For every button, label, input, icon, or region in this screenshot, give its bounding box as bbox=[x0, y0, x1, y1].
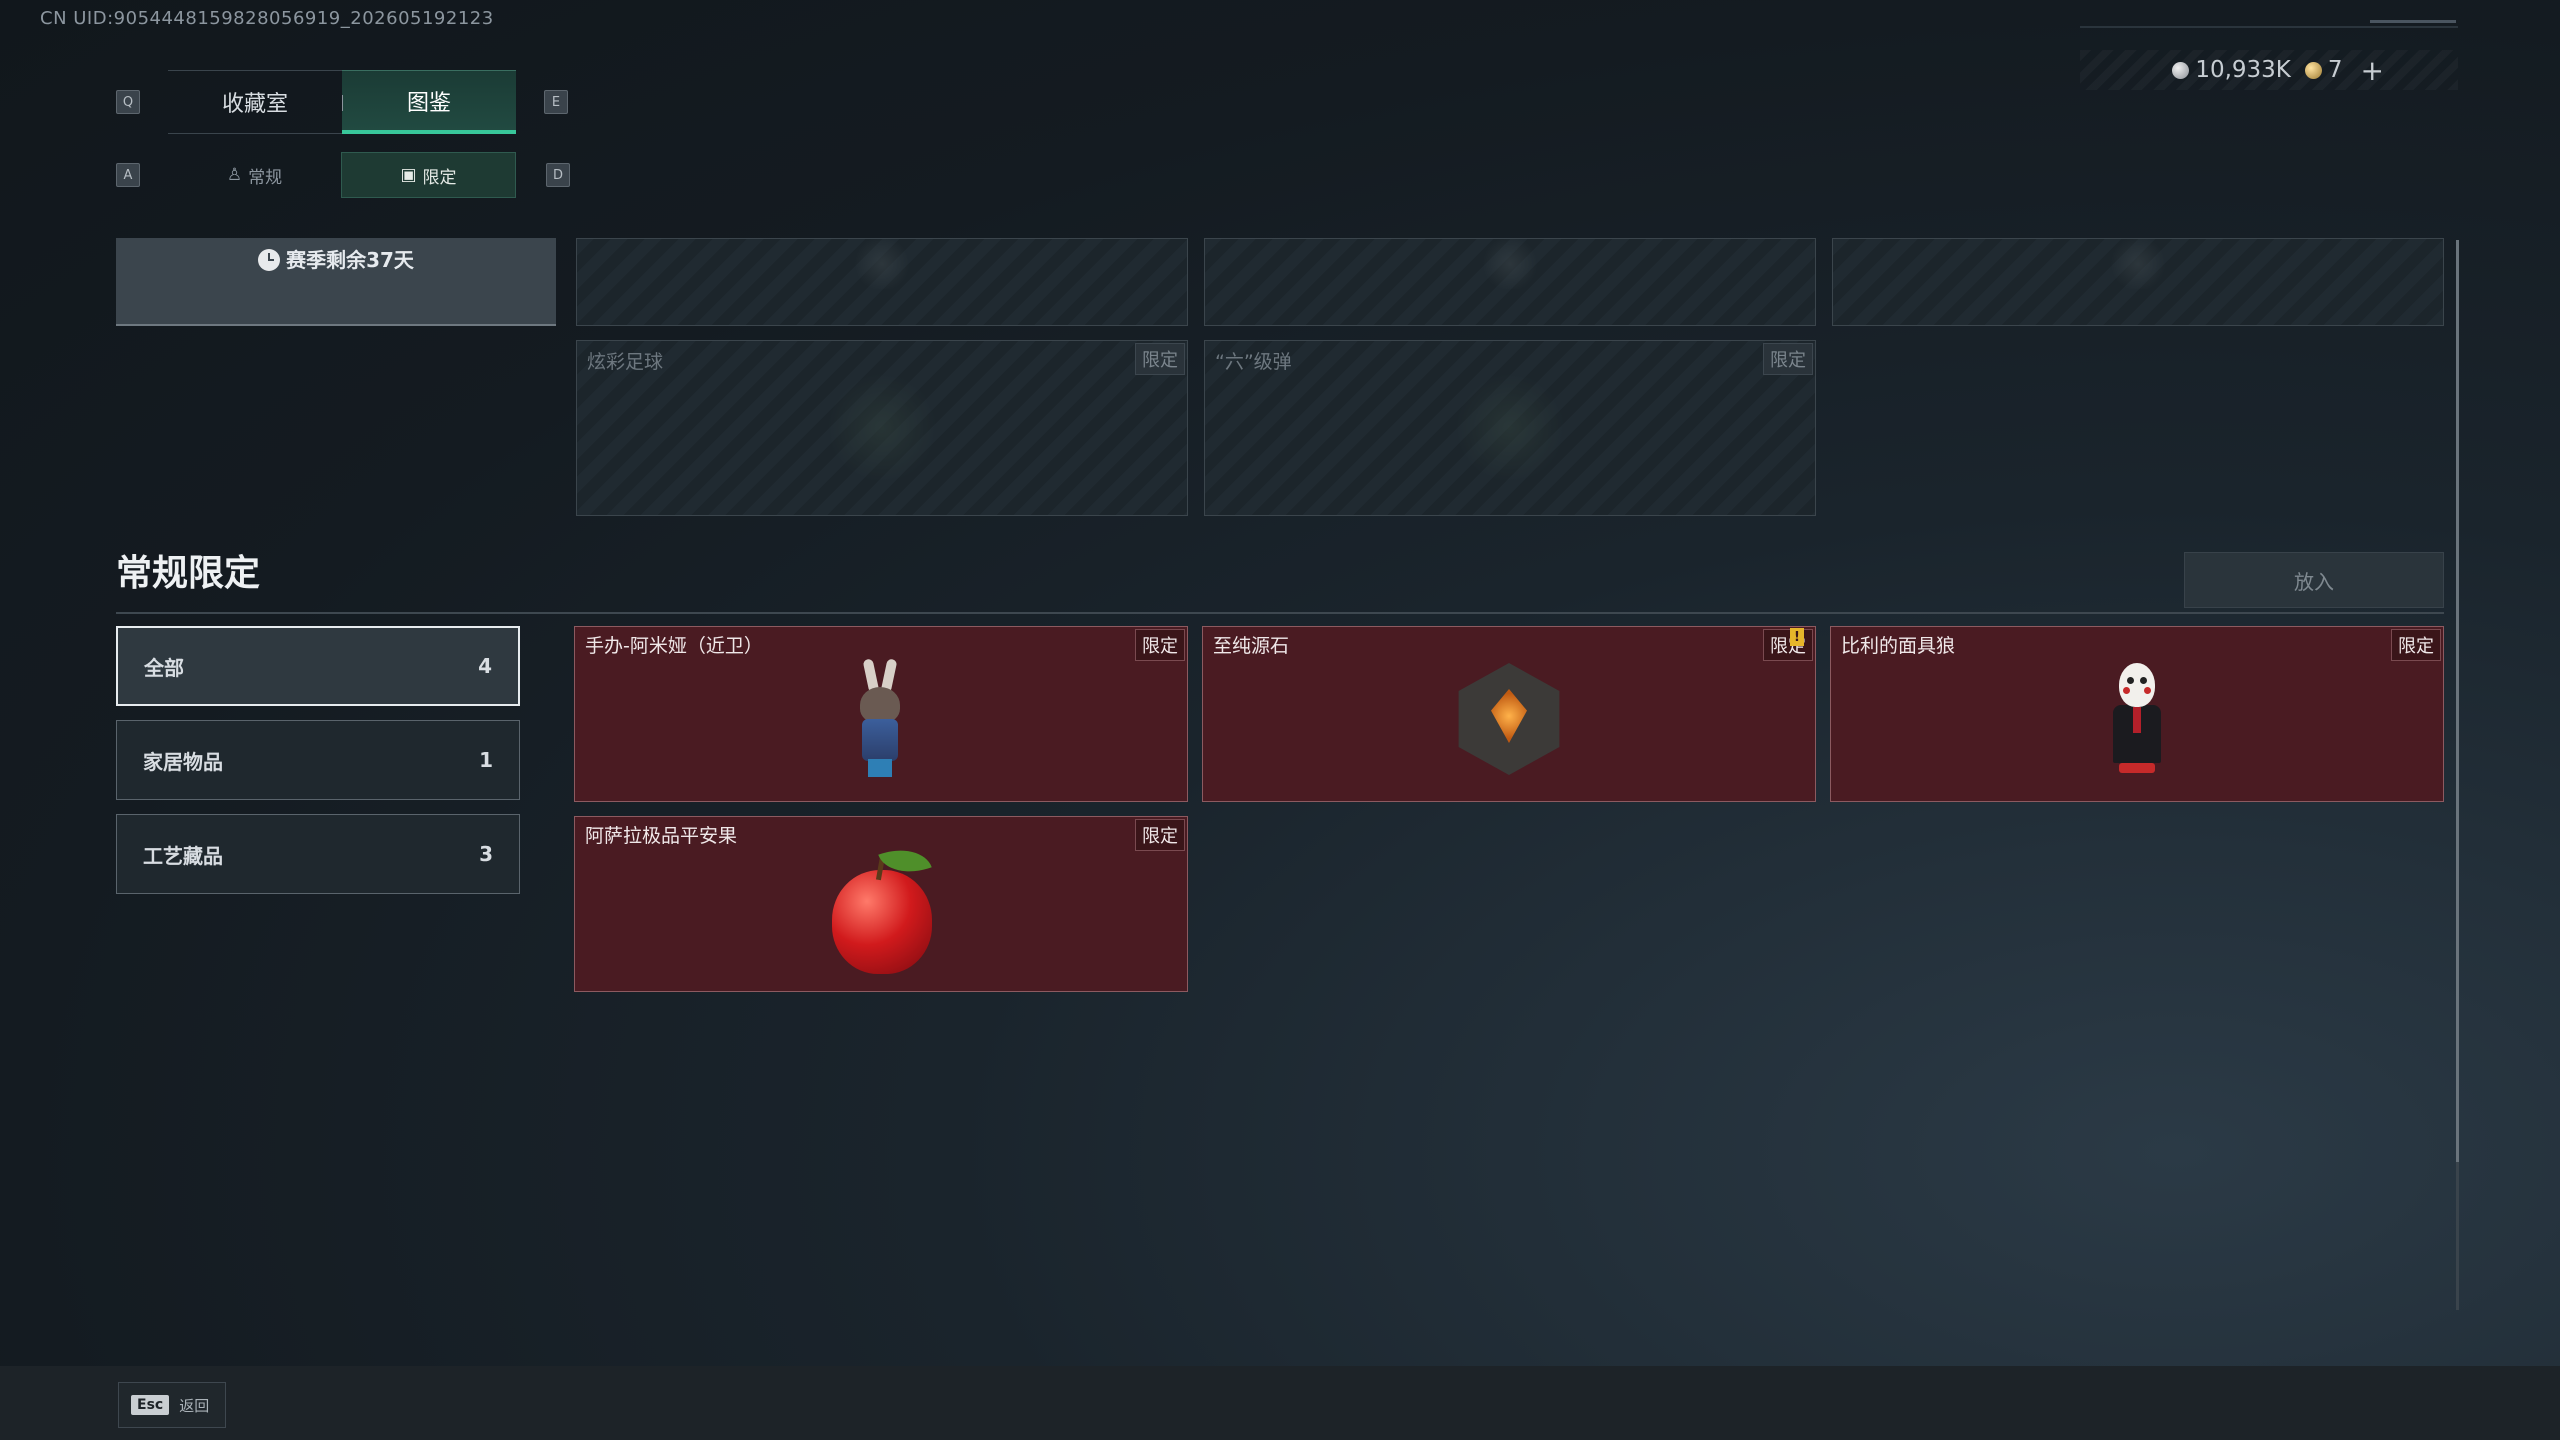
section-title: 常规限定 bbox=[116, 553, 261, 594]
hand-figure-icon bbox=[1455, 373, 1565, 483]
category-label: 工艺藏品 bbox=[143, 843, 223, 868]
currency-bar: 10,933K 7 + bbox=[2080, 50, 2458, 90]
item-card[interactable]: 比利的面具狼 限定 bbox=[1830, 626, 2444, 802]
limited-badge: 限定 bbox=[1135, 629, 1185, 661]
silver-currency: 10,933K bbox=[2172, 57, 2291, 83]
amiya-figure-icon bbox=[846, 658, 916, 779]
tab-collection-room[interactable]: 收藏室 bbox=[168, 70, 342, 134]
item-card[interactable]: 阿萨拉极品平安果 限定 bbox=[574, 816, 1188, 992]
item-name: 手办-阿米娅（近卫） bbox=[585, 635, 763, 657]
clock-icon bbox=[258, 249, 281, 271]
top-deco-line bbox=[2080, 26, 2458, 28]
limited-badge: 限定 bbox=[2391, 629, 2441, 661]
sub-tabs: ♙常规 ▣限定 bbox=[168, 152, 516, 198]
faded-item-icon bbox=[852, 239, 912, 289]
showcase-card[interactable]: “六”级弹 限定 bbox=[1204, 340, 1816, 516]
tab-label: 收藏室 bbox=[221, 92, 288, 117]
category-count: 1 bbox=[479, 748, 493, 772]
category-crafts[interactable]: 工艺藏品 3 bbox=[116, 814, 520, 894]
faded-item-icon bbox=[1480, 239, 1540, 289]
tab-prev-key[interactable]: Q bbox=[116, 90, 140, 114]
tab-catalog[interactable]: 图鉴 bbox=[342, 70, 516, 134]
figure-icon: ♙ bbox=[226, 165, 243, 185]
item-card[interactable]: 手办-阿米娅（近卫） 限定 bbox=[574, 626, 1188, 802]
silver-coin-icon bbox=[2172, 62, 2190, 79]
put-in-button[interactable]: 放入 bbox=[2184, 552, 2444, 608]
back-label: 返回 bbox=[179, 1396, 210, 1415]
category-all[interactable]: 全部 4 bbox=[116, 626, 520, 706]
subtab-prev-key[interactable]: A bbox=[116, 163, 140, 187]
section-divider bbox=[116, 612, 2444, 614]
item-name: 至纯源石 bbox=[1213, 635, 1290, 657]
new-mark-icon: ! bbox=[1790, 628, 1804, 646]
subtab-label: 常规 bbox=[248, 167, 283, 188]
billy-puppet-icon bbox=[2107, 663, 2167, 775]
limited-badge: 限定 bbox=[1135, 343, 1185, 375]
limited-badge: 限定 bbox=[1135, 819, 1185, 851]
subtab-label: 限定 bbox=[422, 167, 457, 188]
faded-item-icon bbox=[2108, 239, 2168, 289]
season-remaining-text: 赛季剩余37天 bbox=[286, 248, 414, 272]
item-name: 阿萨拉极品平安果 bbox=[585, 825, 738, 847]
subtab-next-key[interactable]: D bbox=[546, 163, 570, 187]
season-card: 赛季剩余37天 bbox=[116, 238, 556, 326]
limited-badge: 限定 bbox=[1763, 343, 1813, 375]
item-name: 炫彩足球 bbox=[587, 351, 664, 373]
limited-badge: 限定! bbox=[1763, 628, 1813, 661]
scrollbar-thumb[interactable] bbox=[2456, 240, 2459, 1162]
add-currency-plus-icon[interactable]: + bbox=[2360, 53, 2384, 87]
uid-text: CN UID:9054448159828056919_202605192123 bbox=[40, 8, 494, 29]
showcase-slot[interactable] bbox=[576, 238, 1188, 326]
soccer-ball-icon bbox=[827, 373, 937, 483]
footer-bar bbox=[0, 1366, 2560, 1440]
showcase-slot[interactable] bbox=[1204, 238, 1816, 326]
image-icon: ▣ bbox=[400, 165, 417, 185]
tab-label: 图鉴 bbox=[406, 90, 451, 116]
subtab-limited[interactable]: ▣限定 bbox=[341, 152, 516, 198]
category-count: 3 bbox=[479, 842, 493, 866]
gold-currency: 7 bbox=[2304, 57, 2343, 83]
top-deco-accent bbox=[2370, 20, 2456, 23]
item-card[interactable]: 至纯源石 限定! bbox=[1202, 626, 1816, 802]
tab-divider bbox=[342, 95, 343, 111]
main-tabs: 收藏室 图鉴 bbox=[168, 70, 516, 134]
showcase-slot[interactable] bbox=[1832, 238, 2444, 326]
tab-next-key[interactable]: E bbox=[544, 90, 568, 114]
originium-gem-icon bbox=[1453, 663, 1565, 775]
back-button[interactable]: Esc 返回 bbox=[118, 1382, 226, 1428]
red-apple-icon bbox=[826, 839, 936, 974]
category-label: 全部 bbox=[144, 655, 184, 680]
showcase-card[interactable]: 炫彩足球 限定 bbox=[576, 340, 1188, 516]
esc-key-icon: Esc bbox=[131, 1395, 170, 1415]
item-name: “六”级弹 bbox=[1215, 351, 1292, 373]
gold-amount: 7 bbox=[2327, 57, 2343, 83]
gold-coin-icon bbox=[2304, 62, 2322, 79]
scrollbar[interactable] bbox=[2456, 240, 2459, 1310]
category-label: 家居物品 bbox=[143, 749, 223, 774]
category-count: 4 bbox=[478, 654, 492, 678]
item-name: 比利的面具狼 bbox=[1841, 635, 1956, 657]
subtab-regular[interactable]: ♙常规 bbox=[168, 152, 341, 198]
category-home-goods[interactable]: 家居物品 1 bbox=[116, 720, 520, 800]
silver-amount: 10,933K bbox=[2195, 57, 2291, 83]
